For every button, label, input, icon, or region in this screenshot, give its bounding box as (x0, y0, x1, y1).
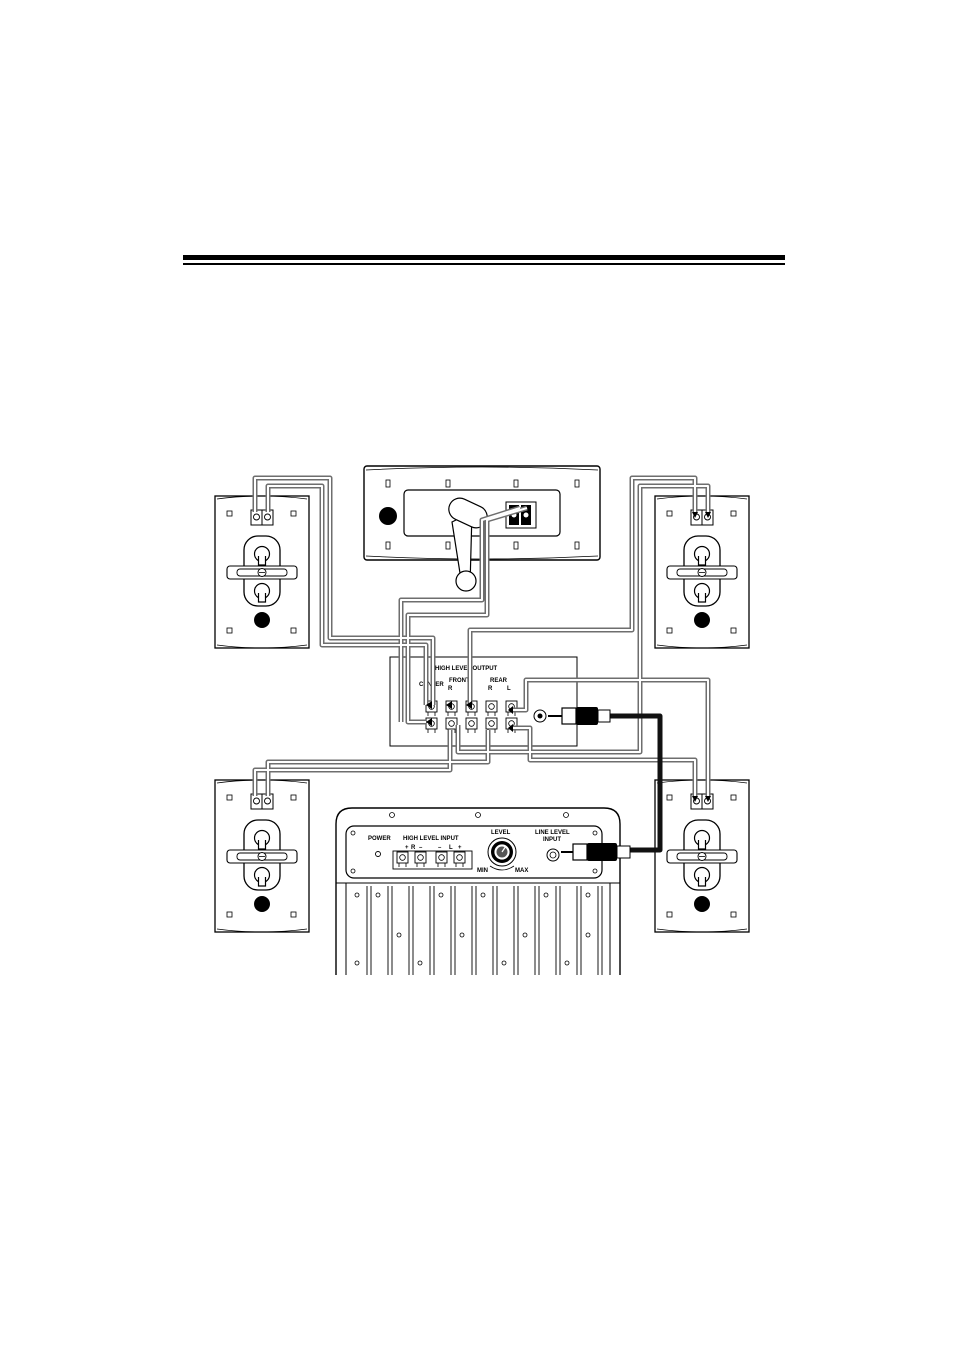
max-label: MAX (515, 868, 528, 874)
front-r-label: R (448, 686, 453, 692)
input-r-label: R (411, 845, 416, 851)
high-level-input-label: HIGH LEVEL INPUT (403, 836, 459, 842)
subwoofer-output-jack[interactable] (534, 710, 546, 722)
rear-right-speaker (655, 780, 749, 932)
line-level-input-jack[interactable] (547, 849, 559, 861)
input-plus-label-2: + (458, 845, 462, 851)
power-indicator (376, 852, 381, 857)
input-plus-label-1: + (405, 845, 409, 851)
rear-l-label: L (507, 686, 511, 692)
front-left-speaker (215, 496, 309, 648)
front-label: FRONT (449, 678, 470, 684)
rear-label: REAR (490, 678, 508, 684)
level-label: LEVEL (491, 830, 511, 836)
receiver-panel: HIGH LEVEL OUTPUT CENTER FRONT R REAR R … (390, 657, 577, 746)
level-knob[interactable] (488, 838, 516, 866)
speaker-wires (255, 478, 711, 802)
min-label: MIN (477, 868, 488, 874)
input-l-label: L (449, 845, 453, 851)
high-level-output-label: HIGH LEVEL OUTPUT (435, 666, 498, 672)
rear-r-label: R (488, 686, 493, 692)
line-level-input-label-2: INPUT (543, 837, 561, 843)
front-right-speaker (655, 496, 749, 648)
subwoofer: POWER HIGH LEVEL INPUT + R – – L + LEVEL… (336, 808, 620, 975)
rear-left-speaker (215, 780, 309, 932)
line-level-input-label-1: LINE LEVEL (535, 830, 570, 836)
power-label: POWER (368, 836, 391, 842)
